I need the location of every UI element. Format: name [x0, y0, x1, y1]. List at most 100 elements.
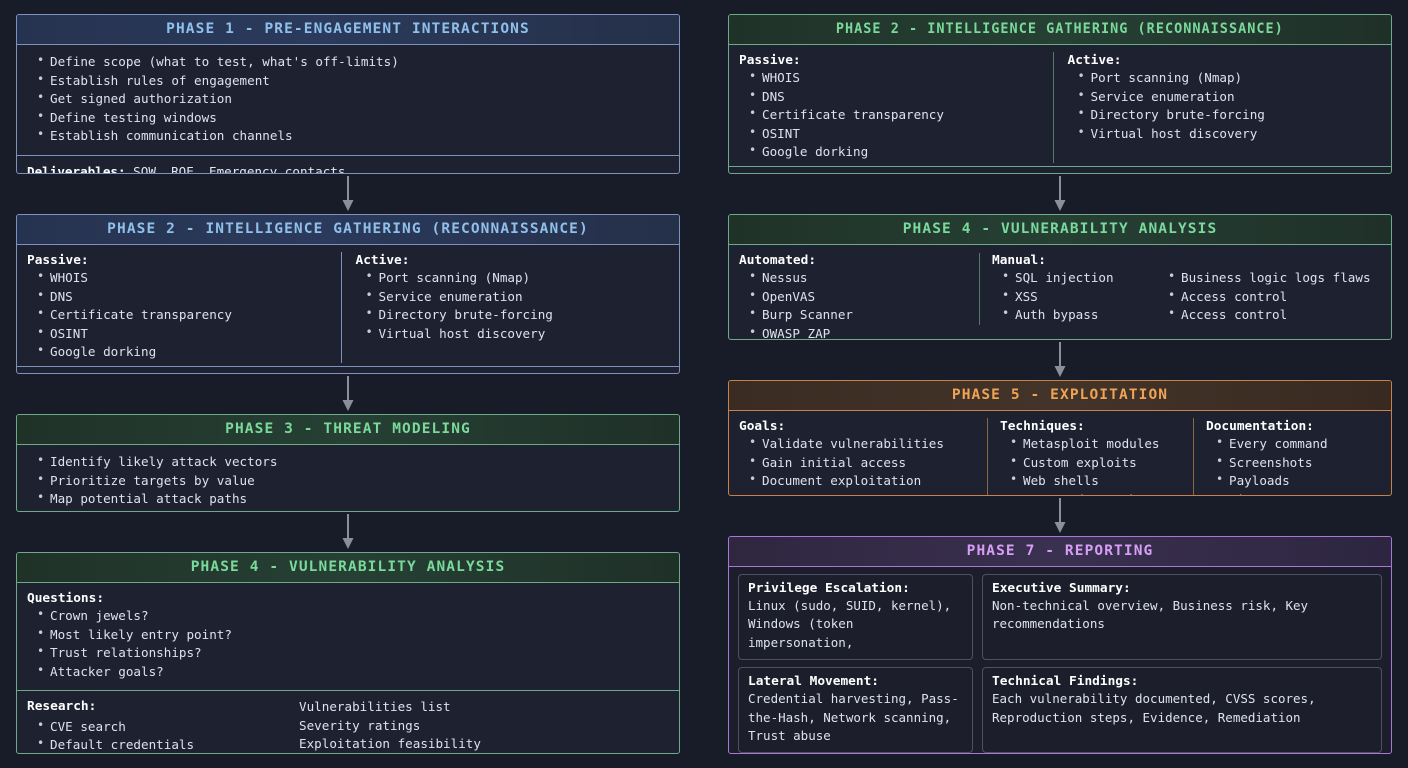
- report-box-privilege-escalation: Privilege Escalation: Linux (sudo, SUID,…: [738, 574, 973, 661]
- phase-2-left-body: Passive: WHOIS DNS Certificate transpare…: [17, 245, 679, 366]
- list-item: Crown jewels?: [37, 606, 669, 626]
- sub-box-title: Lateral Movement:: [748, 674, 879, 690]
- list-item: Certificate transparency: [749, 105, 1045, 125]
- passive-list: WHOIS DNS Certificate transparency OSINT…: [37, 268, 333, 362]
- documentation-list: Every command Screenshots Payloads Times…: [1216, 434, 1373, 495]
- right-column: PHASE 2 - INTELLIGENCE GATHERING (RECONN…: [728, 14, 1392, 754]
- report-box-lateral-movement: Lateral Movement: Credential harvesting,…: [738, 667, 973, 753]
- report-box-executive-summary: Executive Summary: Non-technical overvie…: [982, 574, 1382, 661]
- connector-r5-to-r7: [728, 496, 1392, 536]
- arrow-down-icon: [1054, 176, 1066, 211]
- passive-list: WHOIS DNS Certificate transparency OSINT…: [749, 68, 1045, 162]
- manual-pane: Manual: SQL injection XSS Auth bypass Bu…: [980, 253, 1381, 339]
- automated-list: Nessus OpenVAS Burp Scanner OWASP ZAP: [749, 268, 971, 339]
- list-item: Nessus: [749, 268, 971, 288]
- connector-1-to-2: [16, 174, 680, 214]
- sub-box-title: Executive Summary:: [992, 581, 1131, 596]
- phase-1-title: PHASE 1 - PRE-ENGAGEMENT INTERACTIONS: [17, 15, 679, 45]
- phase-5-card: PHASE 5 - EXPLOITATION Goals: Validate v…: [728, 380, 1392, 496]
- manual-columns: SQL injection XSS Auth bypass Business l…: [992, 268, 1373, 325]
- list-item: Google dorking: [749, 142, 1045, 162]
- vertical-divider: [987, 418, 988, 495]
- sub-box-text: Credential harvesting, Pass-the-Hash, Ne…: [748, 691, 959, 743]
- list-item: DNS: [37, 287, 333, 307]
- arrow-down-icon: [1054, 498, 1066, 533]
- list-item: Define testing windows: [37, 108, 669, 128]
- list-item: Service enumeration: [1078, 87, 1374, 107]
- phase-5-body: Goals: Validate vulnerabilities Gain ini…: [729, 411, 1391, 495]
- phase-4-right-body: Automated: Nessus OpenVAS Burp Scanner O…: [729, 245, 1391, 339]
- reporting-row: Privilege Escalation: Linux (sudo, SUID,…: [738, 574, 1382, 661]
- passive-label: Passive:: [739, 53, 801, 68]
- list-item: Access control: [1168, 305, 1371, 325]
- phase-3-list: Identify likely attack vectors Prioritiz…: [37, 452, 669, 511]
- passive-pane: Passive: WHOIS DNS Certificate transpare…: [739, 53, 1053, 162]
- list-item: Establish communication channels: [37, 126, 669, 146]
- list-item: Web shells: [1010, 471, 1185, 491]
- automated-pane: Automated: Nessus OpenVAS Burp Scanner O…: [739, 253, 979, 339]
- research-output: Vulnerabilities list: [299, 699, 451, 714]
- list-item: Payloads: [1216, 471, 1373, 491]
- list-item: Virtual host discovery: [1078, 124, 1374, 144]
- phase-7-title: PHASE 7 - REPORTING: [729, 537, 1391, 567]
- sub-box-title: Privilege Escalation:: [748, 581, 910, 596]
- documentation-pane: Documentation: Every command Screenshots…: [1194, 419, 1381, 495]
- active-list: Port scanning (Nmap) Service enumeration…: [1078, 68, 1374, 144]
- automated-label: Automated:: [739, 253, 817, 268]
- phase-1-body: Define scope (what to test, what's off-l…: [17, 45, 679, 155]
- phase-4-left-card: PHASE 4 - VULNERABILITY ANALYSIS Questio…: [16, 552, 680, 754]
- active-pane: Active: Port scanning (Nmap) Service enu…: [1054, 53, 1382, 162]
- deliverables-value: SOW, ROE, Emergency contacts: [125, 163, 346, 174]
- connector-3-to-4: [16, 512, 680, 552]
- questions-list: Crown jewels? Most likely entry point? T…: [37, 606, 669, 681]
- list-item: Define scope (what to test, what's off-l…: [37, 52, 669, 72]
- list-item: Every command: [1216, 434, 1373, 454]
- list-item: Metasploit modules: [1010, 434, 1185, 454]
- list-item: Certificate transparency: [37, 305, 333, 325]
- phase-2-right-footer: Output: IP addresses, Open ports/service…: [729, 165, 1391, 174]
- phase-5-title: PHASE 5 - EXPLOITATION: [729, 381, 1391, 411]
- list-item: Default credentials: [37, 735, 297, 753]
- reporting-grid: Privilege Escalation: Linux (sudo, SUID,…: [738, 574, 1382, 753]
- connector-r4-to-r5: [728, 340, 1392, 380]
- list-item: Business logic logs flaws: [1168, 268, 1371, 288]
- active-label: Active:: [1067, 53, 1122, 68]
- list-item: Document exploitation: [749, 471, 979, 491]
- vertical-divider: [979, 253, 980, 325]
- arrow-down-icon: [342, 176, 354, 211]
- list-item: XSS: [1002, 287, 1158, 307]
- left-column: PHASE 1 - PRE-ENGAGEMENT INTERACTIONS De…: [16, 14, 680, 754]
- phase-1-list: Define scope (what to test, what's off-l…: [37, 52, 669, 146]
- vertical-divider: [340, 252, 342, 363]
- phase-2-left-title: PHASE 2 - INTELLIGENCE GATHERING (RECONN…: [17, 215, 679, 245]
- list-item: Validate vulnerabilities: [749, 434, 979, 454]
- manual-list-1: SQL injection XSS Auth bypass: [1002, 268, 1158, 325]
- list-item: WHOIS: [37, 268, 333, 288]
- phase-4-right-title: PHASE 4 - VULNERABILITY ANALYSIS: [729, 215, 1391, 245]
- vertical-divider: [1193, 418, 1194, 495]
- list-item: OWASP ZAP: [749, 324, 971, 339]
- active-label: Active:: [355, 253, 410, 268]
- list-item: CVE search: [37, 717, 297, 737]
- list-item: Google dorking: [37, 342, 333, 362]
- documentation-label: Documentation:: [1206, 419, 1314, 434]
- goals-list: Validate vulnerabilities Gain initial ac…: [749, 434, 979, 491]
- research-pane: Research: CVE search Default credentials: [27, 698, 297, 753]
- list-item: Prioritize targets by value: [37, 471, 669, 491]
- active-pane: Active: Port scanning (Nmap) Service enu…: [342, 253, 670, 362]
- deliverables-label: Deliverables:: [27, 163, 126, 174]
- research-label: Research:: [27, 699, 97, 714]
- phase-4-right-card: PHASE 4 - VULNERABILITY ANALYSIS Automat…: [728, 214, 1392, 340]
- phase-3-title: PHASE 3 - THREAT MODELING: [17, 415, 679, 445]
- passive-label: Passive:: [27, 253, 89, 268]
- sub-box-text: Each vulnerability documented, CVSS scor…: [992, 691, 1316, 725]
- deliverables-line: Deliverables: SOW, ROE, Emergency contac…: [27, 163, 669, 174]
- phase-2-left-footer: Output: IP addresses, Open ports/service…: [17, 365, 679, 374]
- report-box-technical-findings: Technical Findings: Each vulnerability d…: [982, 667, 1382, 753]
- phase-4-left-title: PHASE 4 - VULNERABILITY ANALYSIS: [17, 553, 679, 583]
- list-item: Custom exploits: [1010, 453, 1185, 473]
- list-item: Port scanning (Nmap): [366, 268, 662, 288]
- list-item: DNS: [749, 87, 1045, 107]
- list-item: OpenVAS: [749, 287, 971, 307]
